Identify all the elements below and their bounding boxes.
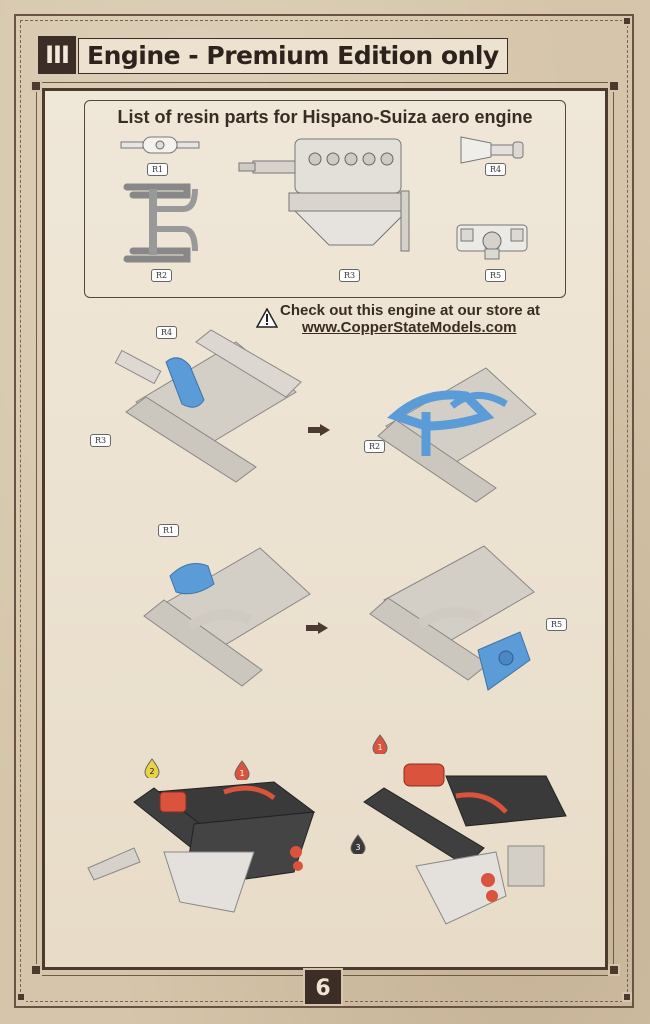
callout-r2: R2: [364, 440, 386, 453]
arrow-right-icon: [308, 424, 330, 436]
part-r4-illustration: [460, 136, 524, 164]
step-3-engine-r1: [143, 547, 311, 687]
corner-ornament: [622, 16, 632, 26]
callout-r5: R5: [546, 618, 568, 631]
step-4-engine-r5: [369, 545, 535, 691]
part-r1-illustration: [120, 136, 200, 154]
paint-marker-2: 2: [144, 758, 160, 778]
part-label-r3: R3: [339, 269, 361, 282]
warning-triangle-icon: [256, 308, 278, 328]
callout-r3: R3: [90, 434, 112, 447]
parts-list-title: List of resin parts for Hispano-Suiza ae…: [117, 107, 533, 127]
arrow-right-icon: [306, 622, 328, 634]
corner-ornament: [622, 992, 632, 1002]
part-label-r5: R5: [485, 269, 507, 282]
outer-frame: [14, 14, 634, 1008]
svg-text:2: 2: [149, 767, 154, 776]
corner-ornament: [30, 964, 42, 976]
svg-text:1: 1: [377, 743, 382, 752]
store-link[interactable]: www.CopperStateModels.com: [302, 319, 517, 336]
part-r5-illustration: [456, 224, 528, 260]
callout-r1: R1: [158, 524, 180, 537]
section-numeral: III: [45, 41, 70, 69]
notice-text: Check out this engine at our store at: [280, 302, 541, 319]
page-number: 6: [303, 968, 343, 1006]
corner-ornament: [608, 964, 620, 976]
part-r2-illustration: [123, 183, 198, 263]
step-6-painted-engine: [363, 763, 567, 925]
callout-r4: R4: [156, 326, 178, 339]
step-1-engine-r4: [114, 329, 302, 483]
corner-ornament: [608, 80, 620, 92]
svg-text:1: 1: [239, 769, 244, 778]
step-5-painted-engine: [87, 781, 316, 913]
paint-marker-1: 1: [372, 734, 388, 754]
paint-marker-1: 1: [234, 760, 250, 780]
paint-marker-3: 3: [350, 834, 366, 854]
step-2-engine-r2: [377, 367, 537, 503]
part-label-r1: R1: [147, 163, 169, 176]
part-label-r4: R4: [485, 163, 507, 176]
svg-text:3: 3: [355, 843, 360, 852]
corner-ornament: [30, 80, 42, 92]
resin-parts-list: List of resin parts for Hispano-Suiza ae…: [84, 100, 566, 298]
section-title: Engine - Premium Edition only: [78, 38, 508, 74]
part-label-r2: R2: [151, 269, 173, 282]
section-numeral-badge: III: [38, 36, 76, 74]
part-r3-illustration: [238, 138, 410, 252]
corner-ornament: [16, 992, 26, 1002]
